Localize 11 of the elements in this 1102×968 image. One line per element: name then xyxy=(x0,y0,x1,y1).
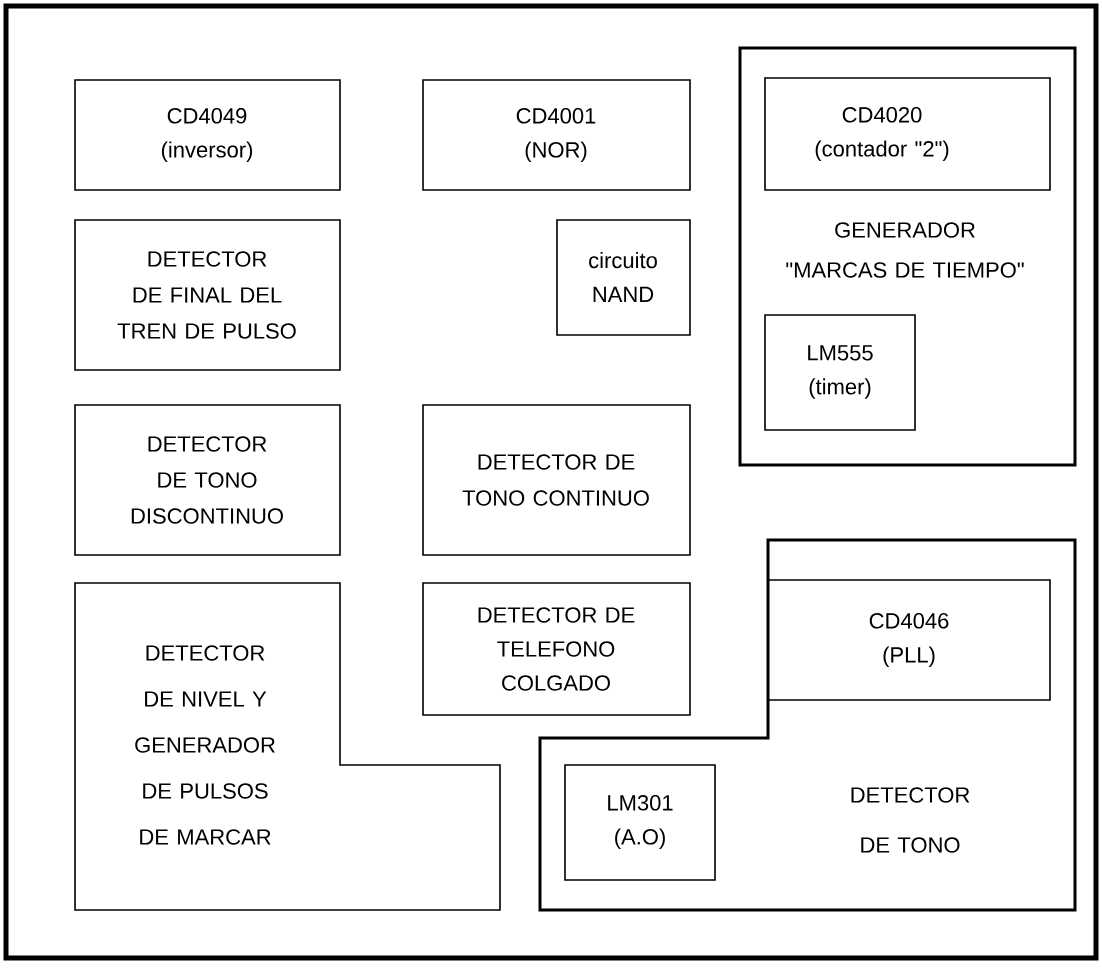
component-box: LM301 (A.O) xyxy=(564,764,716,881)
component-box: DETECTOR DE TONO DISCONTINUO xyxy=(74,404,341,556)
component-box: DETECTOR DE TELEFONO COLGADO xyxy=(422,582,691,716)
component-box: CD4001 (NOR) xyxy=(422,79,691,191)
component-box: CD4020 (contador "2") xyxy=(764,77,1051,191)
component-box: DETECTOR DE TONO CONTINUO xyxy=(422,404,691,556)
component-box: DETECTOR DE FINAL DEL TREN DE PULSO xyxy=(74,219,341,371)
component-box: CD4046 (PLL) xyxy=(767,579,1051,701)
component-box: LM555 (timer) xyxy=(764,314,916,431)
component-box: circuito NAND xyxy=(556,219,691,336)
component-box: CD4049 (inversor) xyxy=(74,79,341,191)
